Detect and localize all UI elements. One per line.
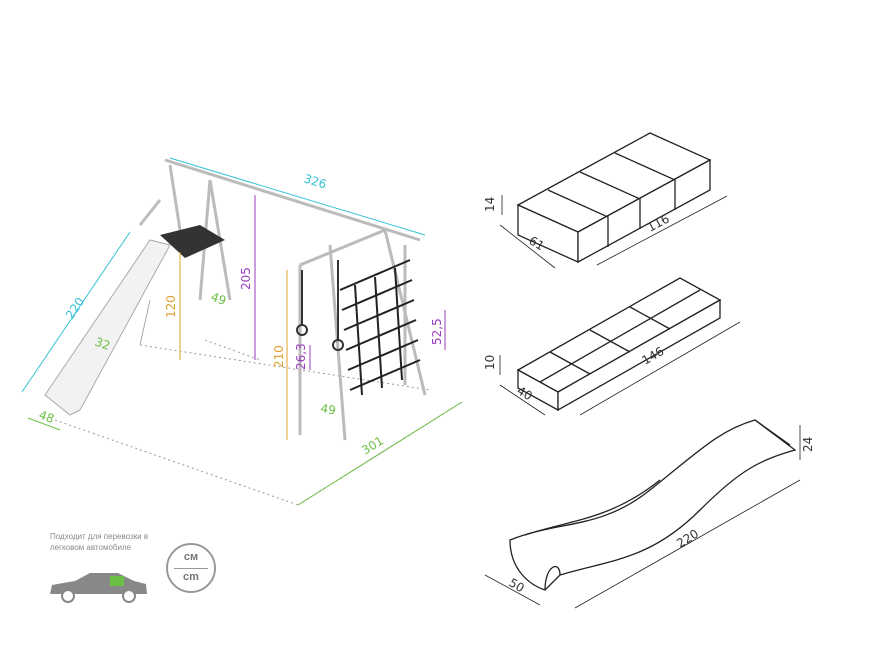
dim-total-length: 301 xyxy=(359,434,386,458)
unit-ru: см xyxy=(183,551,199,563)
dim-platform-height: 120 xyxy=(164,295,178,318)
package-box-2 xyxy=(499,277,741,416)
package-2-height: 10 xyxy=(483,355,497,370)
slide-package-width: 50 xyxy=(507,575,527,595)
unit-en: cm xyxy=(183,571,199,583)
dim-line-301 xyxy=(297,401,463,506)
slide-package-length: 220 xyxy=(674,527,701,551)
dim-net-frame-height: 210 xyxy=(272,345,286,368)
units-badge: см cm xyxy=(166,543,216,593)
dim-slide-length: 220 xyxy=(63,295,87,322)
package-1-width: 61 xyxy=(527,233,547,253)
slide-package xyxy=(484,419,801,609)
playset-dimension-labels: 326 220 32 48 120 49 205 210 26,3 52,5 4… xyxy=(37,171,444,457)
dim-rings-height: 52,5 xyxy=(430,318,444,345)
dim-slide-foot: 48 xyxy=(37,408,56,426)
slide-illustration xyxy=(44,239,171,416)
gym-rings xyxy=(296,260,344,351)
dim-line-48 xyxy=(27,417,61,431)
dim-top-beam: 326 xyxy=(302,171,328,191)
car-transport-note: Подходит для перевозки в легковом автомо… xyxy=(50,532,149,552)
dim-line-326 xyxy=(169,157,426,236)
platform xyxy=(160,225,225,258)
unit-divider xyxy=(174,568,208,569)
slide-package-height: 24 xyxy=(801,437,815,452)
package-box-1 xyxy=(499,132,728,269)
dim-rings-gap: 26,3 xyxy=(294,343,308,370)
dim-slide-width: 32 xyxy=(93,335,112,353)
dim-ladder-width: 49 xyxy=(209,290,228,308)
dim-frame-height: 205 xyxy=(239,267,253,290)
dim-net-width: 49 xyxy=(319,401,336,417)
dim-line-220 xyxy=(21,231,131,393)
climbing-net xyxy=(339,259,421,396)
package-1-height: 14 xyxy=(483,197,497,212)
package-2-width: 40 xyxy=(515,383,535,403)
car-icon xyxy=(50,573,147,603)
frame-illustration xyxy=(138,158,427,441)
